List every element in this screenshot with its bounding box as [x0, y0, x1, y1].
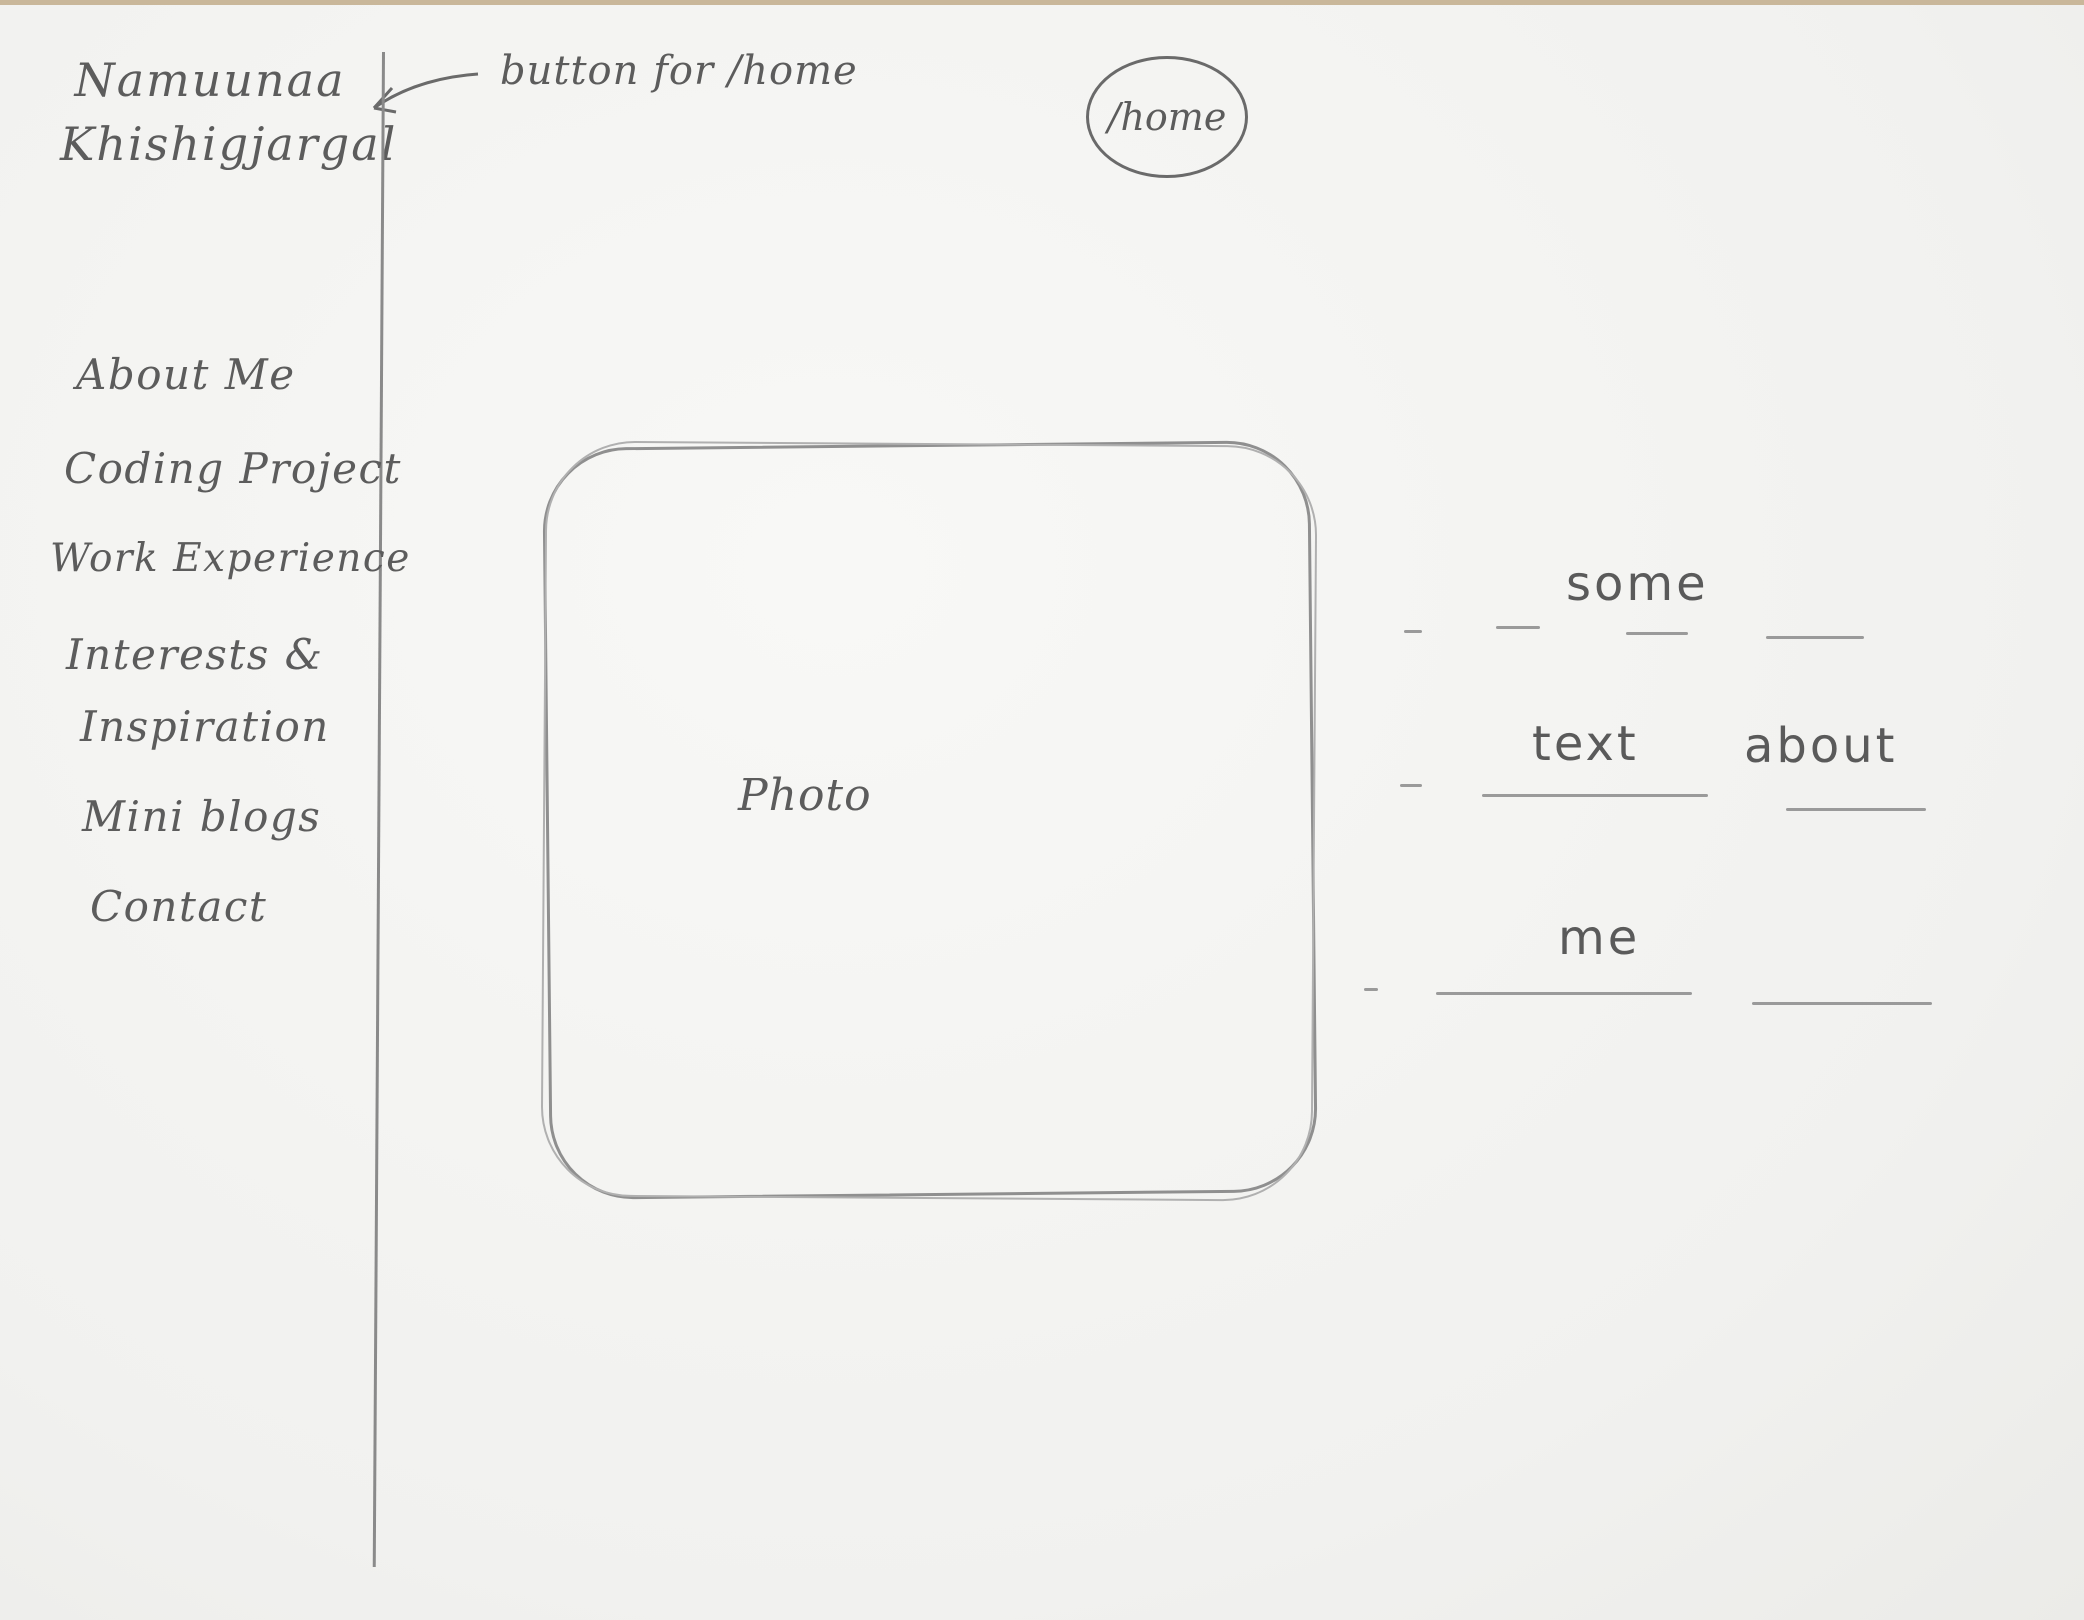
about-text-word: text [1532, 716, 1639, 772]
about-text-word: me [1558, 910, 1641, 966]
text-placeholder-line [1436, 992, 1692, 995]
text-placeholder-line [1752, 1002, 1932, 1005]
about-text-word: about [1744, 718, 1898, 774]
site-name-first: Namuunaa [74, 53, 346, 107]
sidebar-item-work-experience[interactable]: Work Experience [50, 536, 411, 581]
text-placeholder-line [1766, 636, 1864, 639]
sidebar-item-inspiration[interactable]: Inspiration [80, 702, 330, 751]
about-text-word: some [1566, 556, 1709, 612]
paper-top-edge [0, 0, 2084, 5]
sidebar-item-interests[interactable]: Interests & [66, 630, 324, 679]
sidebar-item-contact[interactable]: Contact [90, 882, 268, 931]
sidebar-item-coding-project[interactable]: Coding Project [64, 444, 402, 493]
photo-label: Photo [738, 770, 872, 821]
text-placeholder-line [1626, 632, 1688, 635]
site-name[interactable]: Namuunaa Khishigjargal [60, 48, 398, 176]
text-placeholder-line [1786, 808, 1926, 811]
site-name-last: Khishigjargal [60, 117, 398, 171]
home-button-label: /home [1107, 95, 1227, 139]
sidebar-item-mini-blogs[interactable]: Mini blogs [82, 792, 322, 841]
sidebar-item-about-me[interactable]: About Me [76, 350, 296, 399]
photo-outline-sketch [540, 440, 1318, 1202]
text-placeholder-line [1400, 784, 1422, 787]
text-placeholder-line [1364, 988, 1378, 991]
text-placeholder-line [1482, 794, 1708, 797]
photo-placeholder [540, 439, 1318, 1202]
text-placeholder-line [1496, 626, 1540, 629]
text-placeholder-line [1404, 630, 1422, 633]
home-button-annotation: button for /home [500, 48, 858, 94]
home-button[interactable]: /home [1086, 56, 1248, 178]
